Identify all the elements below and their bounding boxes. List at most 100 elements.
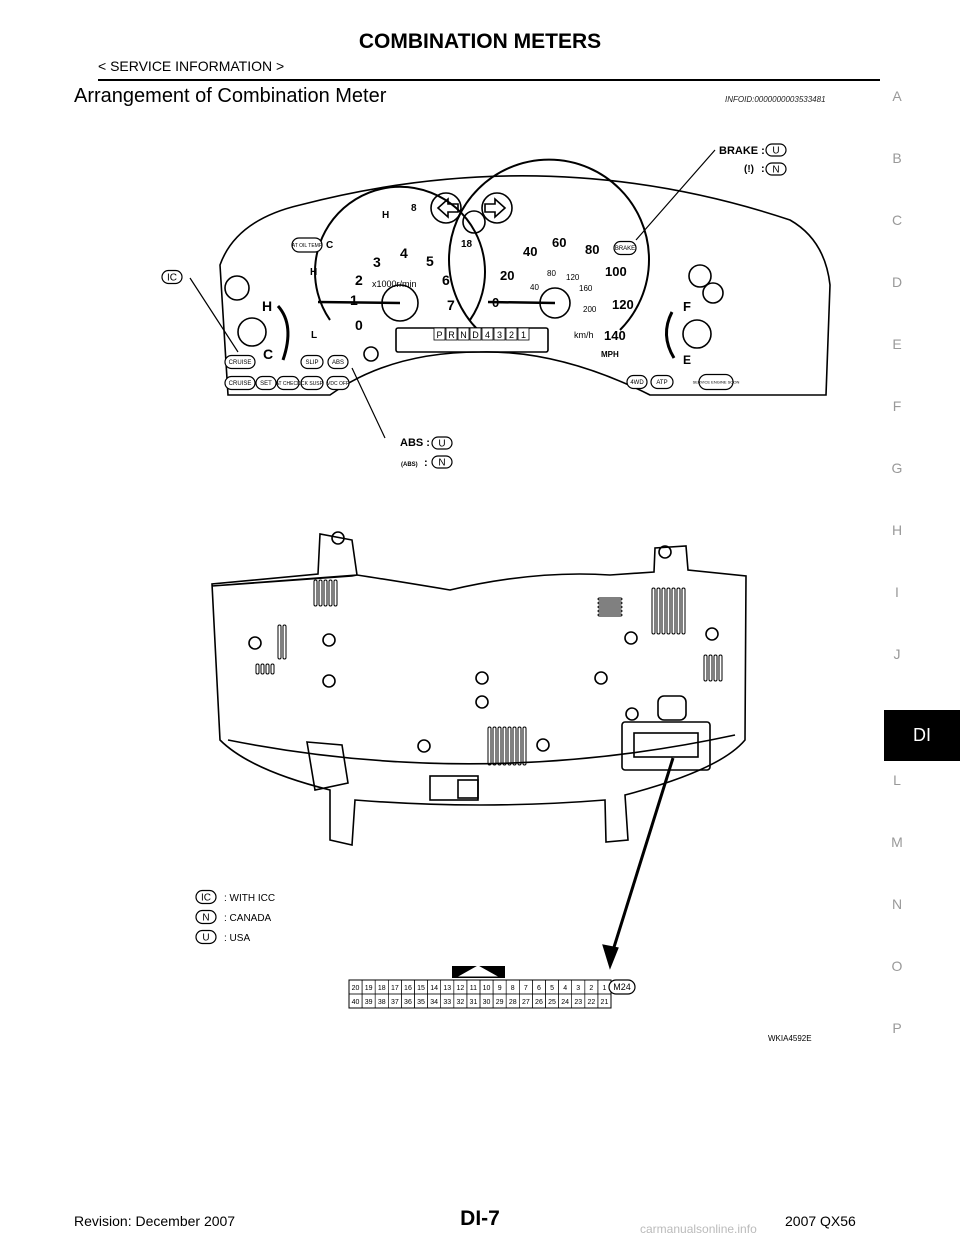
speedometer-needle bbox=[487, 300, 556, 305]
pin-12: 12 bbox=[456, 985, 464, 992]
vent-slot bbox=[661, 587, 666, 635]
fuel-gauge-hub bbox=[682, 319, 712, 349]
fuel-label-f: F bbox=[683, 299, 691, 314]
pin-27: 27 bbox=[522, 999, 530, 1006]
shift-box-2 bbox=[505, 327, 518, 341]
lamp-at-check: AT CHECK bbox=[276, 381, 301, 387]
side-index-f[interactable]: F bbox=[892, 398, 902, 414]
lamp-set-outline bbox=[255, 375, 277, 391]
side-index-e[interactable]: E bbox=[892, 336, 902, 352]
pin-15: 15 bbox=[417, 985, 425, 992]
pin-14: 14 bbox=[430, 985, 438, 992]
vent-slot bbox=[282, 624, 287, 660]
speed-mph-0: 0 bbox=[492, 295, 499, 310]
side-index-h[interactable]: H bbox=[891, 522, 903, 538]
pin-5: 5 bbox=[550, 985, 554, 992]
lamp-slip-outline bbox=[300, 354, 324, 370]
pin-30: 30 bbox=[483, 999, 491, 1006]
lamp-cruise: CRUISE bbox=[229, 360, 252, 366]
side-index-o[interactable]: O bbox=[891, 958, 903, 974]
callout-abs-symbol: (ABS) bbox=[401, 462, 418, 468]
leader-abs bbox=[351, 367, 386, 439]
shift-box-1 bbox=[517, 327, 530, 341]
vent-slot bbox=[270, 663, 275, 675]
side-index-c[interactable]: C bbox=[891, 212, 903, 228]
shift-box-R bbox=[445, 327, 458, 341]
rear-socket-left-inner bbox=[457, 779, 479, 799]
vent-slot bbox=[497, 726, 502, 766]
callout-brake-n: N bbox=[772, 165, 779, 176]
shift-box-D bbox=[469, 327, 482, 341]
side-index-j[interactable]: J bbox=[893, 646, 901, 662]
speedometer-arc bbox=[448, 158, 650, 331]
vent-slot bbox=[277, 624, 282, 660]
tach-unit: x1000r/min bbox=[372, 279, 417, 289]
side-index-n[interactable]: N bbox=[891, 896, 903, 912]
legend-text-ic: : WITH ICC bbox=[224, 893, 275, 904]
tachometer-needle bbox=[317, 300, 401, 305]
rear-socket-right bbox=[657, 695, 687, 721]
shift-indicator-3: 3 bbox=[497, 330, 502, 340]
vent-slot bbox=[522, 726, 527, 766]
callout-abs-n-outline bbox=[431, 455, 453, 469]
vent-slot bbox=[318, 579, 323, 607]
tach-number-5: 5 bbox=[426, 253, 434, 269]
callout-abs-n: N bbox=[438, 458, 445, 469]
turn-right-ring bbox=[481, 192, 513, 224]
pin-13: 13 bbox=[443, 985, 451, 992]
vent-slot bbox=[512, 726, 517, 766]
pin-19: 19 bbox=[365, 985, 373, 992]
callout-brake-u: U bbox=[772, 146, 779, 157]
vent-slot bbox=[656, 587, 661, 635]
pin-38: 38 bbox=[378, 999, 386, 1006]
lamp-brake: BRAKE bbox=[615, 246, 635, 252]
section-title: Arrangement of Combination Meter bbox=[74, 85, 387, 107]
side-index-g[interactable]: G bbox=[891, 460, 903, 476]
shift-box-P bbox=[433, 327, 446, 341]
high-beam-icon bbox=[462, 210, 486, 234]
pin-11: 11 bbox=[470, 985, 477, 992]
pin-4: 4 bbox=[563, 985, 567, 992]
speed-mph-100: 100 bbox=[605, 264, 627, 279]
unit-mph: MPH bbox=[601, 350, 619, 359]
airbag-icon bbox=[688, 264, 712, 288]
leader-brake bbox=[635, 149, 716, 241]
pin-22: 22 bbox=[587, 999, 595, 1006]
lamp-cruise-main: CRUISE bbox=[229, 381, 252, 387]
side-index-p[interactable]: P bbox=[892, 1020, 902, 1036]
footer-watermark: carmanualsonline.info bbox=[640, 1222, 757, 1236]
lamp-service: SERVICE ENGINE SOON bbox=[693, 379, 740, 384]
meter-front-view bbox=[219, 158, 831, 396]
lamp-4wd-outline bbox=[626, 374, 648, 390]
side-tab-di[interactable]: DI bbox=[884, 710, 960, 761]
footer-model: 2007 QX56 bbox=[785, 1213, 856, 1229]
callout-abs-colon: : bbox=[424, 457, 428, 469]
lamp-abs-outline bbox=[327, 354, 349, 370]
lamp-cruise-main-outline bbox=[224, 375, 256, 391]
callout-brake-label: BRAKE : bbox=[719, 145, 765, 157]
pin-37: 37 bbox=[391, 999, 399, 1006]
connector-key-arrow bbox=[458, 965, 498, 977]
pin-39: 39 bbox=[365, 999, 373, 1006]
speed-mph-140: 140 bbox=[604, 328, 626, 343]
shift-box-N bbox=[457, 327, 470, 341]
side-index-d[interactable]: D bbox=[891, 274, 903, 290]
side-index-l[interactable]: L bbox=[893, 772, 901, 788]
side-index-a[interactable]: A bbox=[892, 88, 902, 104]
side-index-i[interactable]: I bbox=[895, 584, 899, 600]
side-index-m[interactable]: M bbox=[891, 834, 903, 850]
pin-34: 34 bbox=[430, 999, 438, 1006]
vent-slot bbox=[681, 587, 686, 635]
vent-slot bbox=[265, 663, 270, 675]
pin-26: 26 bbox=[535, 999, 543, 1006]
figure-id: WKIA4592E bbox=[768, 1034, 812, 1043]
lamp-4wd: 4WD bbox=[630, 380, 644, 386]
legend-code-ic-outline bbox=[195, 889, 217, 905]
side-index-b[interactable]: B bbox=[892, 150, 902, 166]
header-rule bbox=[98, 79, 880, 81]
lamp-vdc-off: VDC OFF bbox=[327, 381, 349, 387]
fuel-gauge-arc bbox=[665, 311, 676, 359]
leader-lines bbox=[189, 149, 716, 970]
